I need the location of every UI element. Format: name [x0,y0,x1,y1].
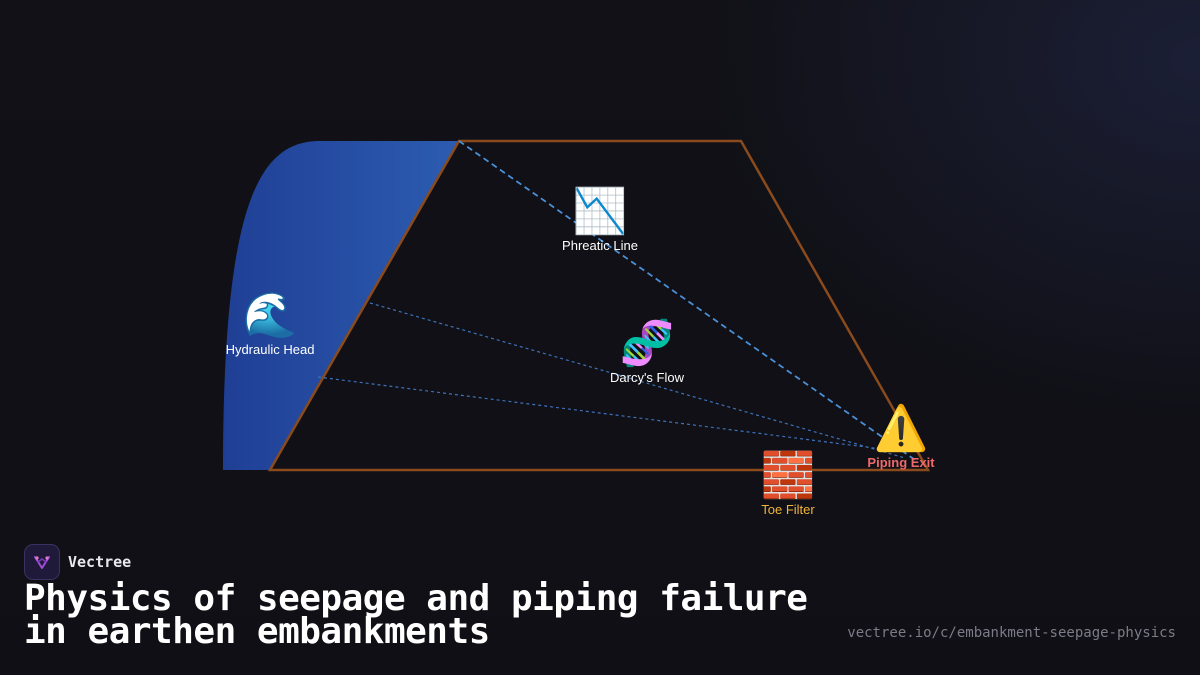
flow-line-lower [317,376,906,453]
reservoir-water [223,141,459,470]
flow-line-upper [369,302,906,459]
piping-exit-label: Piping Exit [867,455,935,470]
brand[interactable]: Vectree [24,544,131,580]
title-line-1: Physics of seepage and piping failure [24,578,808,619]
toe-filter-label: Toe Filter [761,502,815,517]
phreatic-line-label: Phreatic Line [562,238,638,253]
embankment-outline [267,139,931,472]
chart-decreasing-icon: 📉 [572,186,628,237]
node-piping-exit: ⚠️ Piping Exit [867,403,935,471]
phreatic-line-path [458,140,919,463]
dna-icon: 🧬 [619,318,675,369]
brick-icon: 🧱 [760,450,816,501]
node-toe-filter: 🧱 Toe Filter [760,450,816,518]
vectree-logo-icon [24,544,60,580]
wave-icon: 🌊 [242,290,298,341]
node-darcys-flow: 🧬 Darcy's Flow [610,318,684,386]
title-line-2: in earthen embankments [24,611,490,652]
source-url[interactable]: vectree.io/c/embankment-seepage-physics [847,625,1176,641]
warning-icon: ⚠️ [873,403,929,454]
page-title: Physics of seepage and piping failure in… [24,581,808,650]
darcys-flow-label: Darcy's Flow [610,370,684,385]
brand-name: Vectree [68,553,132,571]
node-phreatic-line: 📉 Phreatic Line [562,186,638,254]
hydraulic-head-label: Hydraulic Head [225,342,315,357]
node-hydraulic-head: 🌊 Hydraulic Head [225,290,315,358]
